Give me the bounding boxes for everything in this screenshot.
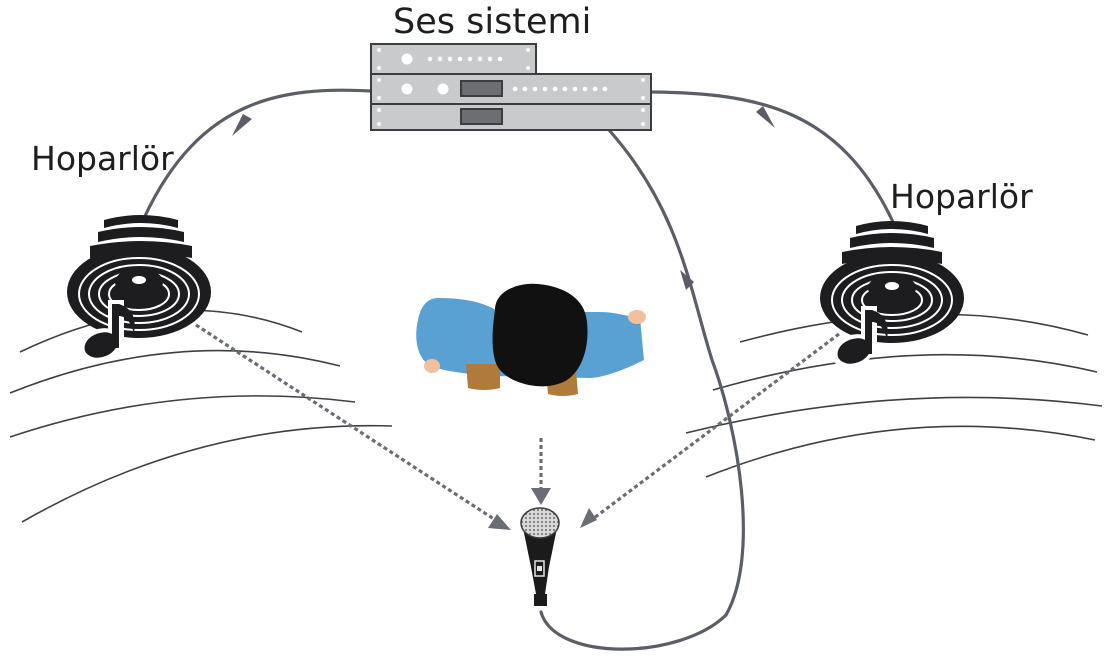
microphone-icon bbox=[520, 507, 560, 606]
sound-waves-left bbox=[9, 309, 393, 523]
audio-rack-icon bbox=[370, 43, 652, 131]
music-note-icon bbox=[831, 306, 888, 368]
feedback-right-speaker bbox=[589, 332, 840, 523]
arrow-to-system bbox=[680, 270, 694, 290]
arrow-to-left-speaker bbox=[232, 114, 252, 136]
cable-arrows bbox=[232, 106, 775, 290]
speaker-right bbox=[820, 221, 964, 368]
music-note-icon bbox=[78, 300, 135, 362]
cables bbox=[143, 88, 895, 651]
arrow-to-right-speaker bbox=[756, 106, 775, 128]
speaker-right-label: Hoparlör bbox=[890, 177, 1033, 216]
cable-mic-to-system bbox=[539, 128, 745, 651]
sound-system-label: Ses sistemi bbox=[393, 2, 592, 42]
feedback-paths bbox=[195, 323, 840, 525]
feedback-arrows bbox=[488, 488, 597, 530]
speaker-left bbox=[67, 215, 211, 362]
cable-to-right-speaker bbox=[649, 90, 895, 224]
person-icon bbox=[416, 283, 646, 396]
speaker-left-label: Hoparlör bbox=[31, 139, 174, 178]
cable-to-left-speaker bbox=[143, 88, 373, 218]
feedback-left-speaker bbox=[195, 323, 501, 525]
